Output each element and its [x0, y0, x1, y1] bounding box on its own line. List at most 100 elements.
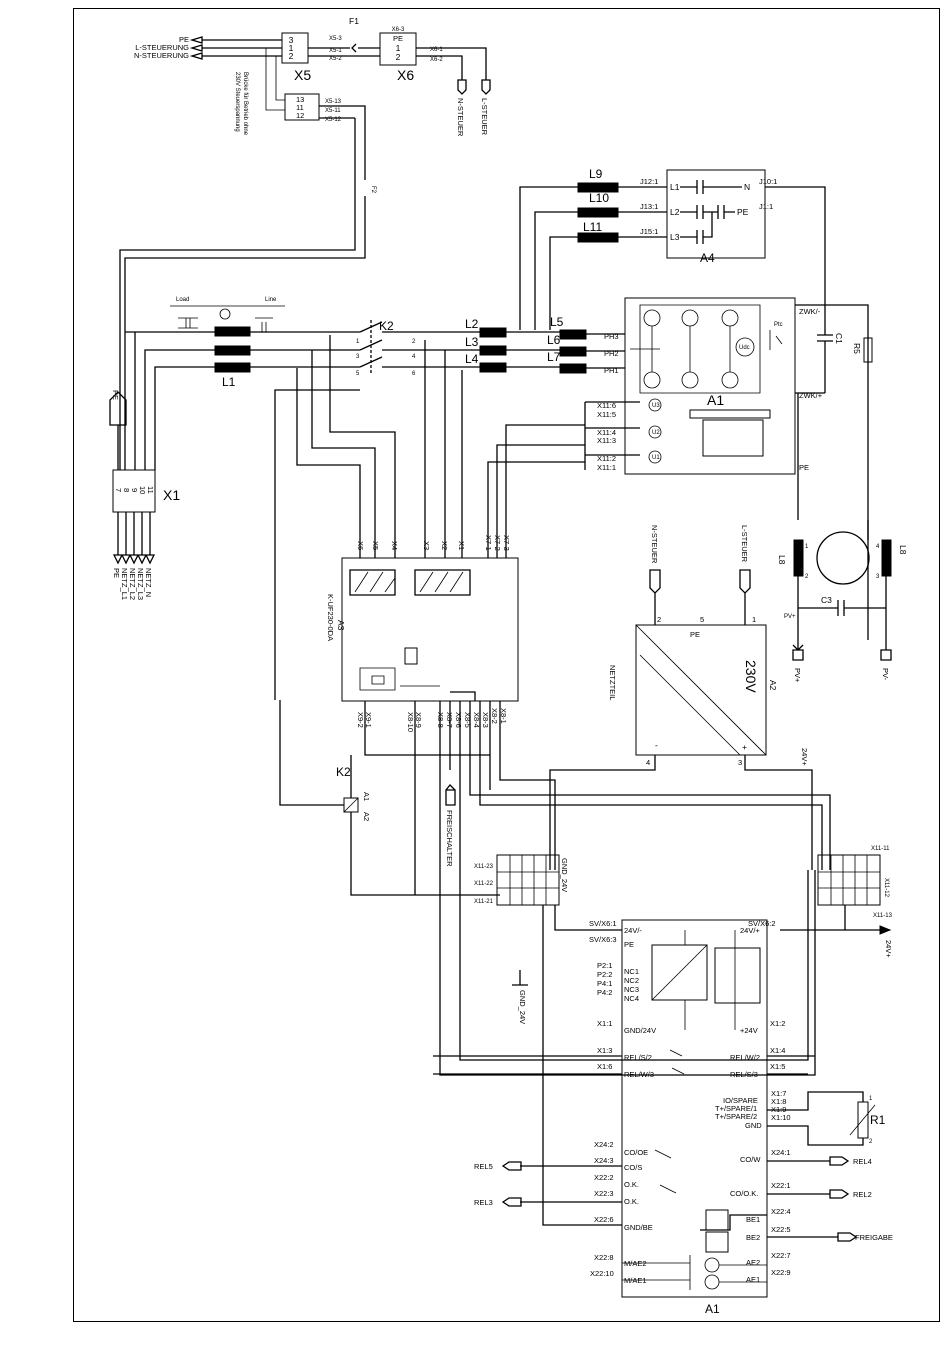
cfunc-r11: BE2 [746, 1233, 760, 1242]
cfunc-l3: NC2 [624, 976, 639, 985]
emv-caps [178, 317, 273, 332]
x5-to-x1-wires [119, 118, 366, 470]
x11-2: X11:2 [597, 454, 616, 463]
a4-label: A4 [700, 251, 715, 265]
filter-l2: L2 [670, 207, 680, 217]
cfunc-l1: PE [624, 940, 634, 949]
cpin-r3: X1:5 [770, 1062, 785, 1071]
cfunc-r0: 24V/+ [740, 926, 760, 935]
a3-x3: X3 [422, 541, 431, 550]
igbt-3 [721, 309, 739, 327]
filter-a4: L9 L10 L11 J12:1 J13:1 J15:1 L1 L2 L3 N … [519, 167, 826, 330]
a3-x8-1: X8-1 [499, 708, 508, 724]
x6-label: X6 [397, 67, 414, 83]
x5-t13: 13 [296, 95, 304, 104]
filter-box [666, 169, 766, 259]
netz-l2: NETZ_L2 [128, 568, 137, 600]
cfunc-r6: T+/SPARE/2 [715, 1112, 757, 1121]
pv-plus-node: PV+ [784, 614, 796, 620]
choke-l8-right [881, 539, 892, 577]
x11-3: X11:3 [597, 436, 616, 445]
inverter-a1-label: A1 [707, 392, 724, 408]
cpin-l0: SV/X6:1 [589, 919, 617, 928]
cfunc-r8: CO/W [740, 1155, 761, 1164]
cfunc-l2: NC1 [624, 967, 639, 976]
f1-fuse-wires [308, 43, 380, 57]
x5-t11: 11 [296, 103, 304, 112]
filter-l3: L3 [670, 232, 680, 242]
psu-output-wires [549, 755, 813, 870]
x11-21: X11-21 [474, 899, 494, 905]
n-steuerung-label: N-STEUERUNG [134, 51, 189, 60]
filter-l1: L1 [670, 182, 680, 192]
emv-load-label: Load [176, 297, 189, 303]
a3-x9-1: X9-1 [364, 712, 373, 728]
sensor-u1-icon [648, 450, 662, 464]
controller-gnd-label: GND_24V [518, 990, 527, 1024]
pv-c3-wires [797, 576, 887, 650]
cfunc-r5: T+/SPARE/1 [715, 1104, 757, 1113]
cpin-l12: X22:3 [594, 1189, 614, 1198]
x6-terminal-block [379, 32, 417, 66]
k2-out-wires [382, 331, 480, 368]
fuse-f1-label: F1 [349, 16, 359, 26]
choke-l5 [559, 329, 587, 340]
a3-x8-5: X8-5 [463, 712, 472, 728]
x11-left-block [496, 854, 560, 906]
dc-link-wires [795, 304, 869, 640]
k2-p3: 3 [356, 354, 360, 360]
x1-connectors [112, 554, 156, 565]
a3-bottom-wires [364, 691, 490, 895]
psu-label: A2 [768, 680, 778, 691]
controller-a1: GND_24V SV/X6:1 24V/- SV/X6:3 PE P2:1 NC… [433, 919, 893, 1316]
bridge-note-2: 230V Steuerspannung [234, 72, 240, 132]
controller-right-labels: SV/X6:2 24V/+ X1:2 +24V X1:4 REL/W/2 X1:… [715, 919, 791, 1284]
x11-23: X11-23 [474, 864, 494, 870]
l6-label: L6 [547, 333, 561, 347]
choke-l2 [479, 327, 507, 338]
rel2-label: REL2 [853, 1190, 872, 1199]
x6-out-plugs [457, 79, 491, 95]
cfunc-r3: REL/S/3 [730, 1070, 758, 1079]
pv-minus-label: PV- [881, 668, 890, 681]
controller-label: A1 [705, 1302, 720, 1316]
x6-pin1: X6-1 [430, 47, 443, 53]
inverter-bridge [630, 304, 761, 394]
r1-pin2: 2 [869, 1139, 873, 1145]
sensor-u2-icon [648, 425, 662, 439]
l4-label: L4 [465, 352, 479, 366]
r5-label: R5 [852, 343, 862, 354]
l8-label-right: L8 [898, 545, 908, 555]
psu-pin2: 2 [657, 615, 661, 624]
l8-pin2: 2 [805, 574, 809, 580]
input-plugs [189, 36, 203, 60]
l1-coil-c [214, 362, 251, 373]
ph3-label: PH3 [604, 332, 619, 341]
pv-coil-core [816, 531, 870, 585]
psu-minus: - [655, 740, 658, 750]
x11-12: X11-12 [883, 878, 889, 898]
output-wires [520, 1160, 838, 1238]
pv-section: L8 L8 1 2 4 3 C3 PV+ PV+ PV- [777, 393, 908, 683]
current-source-1-icon [704, 1257, 720, 1273]
x6-pe: PE [393, 34, 403, 43]
a3-top-wires [296, 335, 585, 558]
24v-arrow-icon [879, 925, 892, 935]
x11-6: X11:6 [597, 401, 616, 410]
x1-label: X1 [163, 487, 180, 503]
x11-24v-label: 24V+ [884, 940, 893, 958]
a3-label: A3 [336, 620, 346, 631]
cpin-r7: X1:10 [771, 1113, 791, 1122]
cfunc-r1: +24V [740, 1026, 758, 1035]
x5-t12: 12 [296, 111, 304, 120]
fuse-f2-label: F2 [370, 186, 376, 194]
choke-l7 [559, 363, 587, 374]
netz-pe: PE [112, 568, 121, 578]
cfunc-l5: NC4 [624, 994, 639, 1003]
cpin-l11: X22:2 [594, 1173, 614, 1182]
k2-p1: 1 [356, 339, 360, 345]
k2-p2: 2 [412, 339, 416, 345]
x1-drop-wires [117, 512, 151, 555]
filter-n-wire [765, 186, 826, 305]
x11-13: X11-13 [873, 913, 893, 919]
